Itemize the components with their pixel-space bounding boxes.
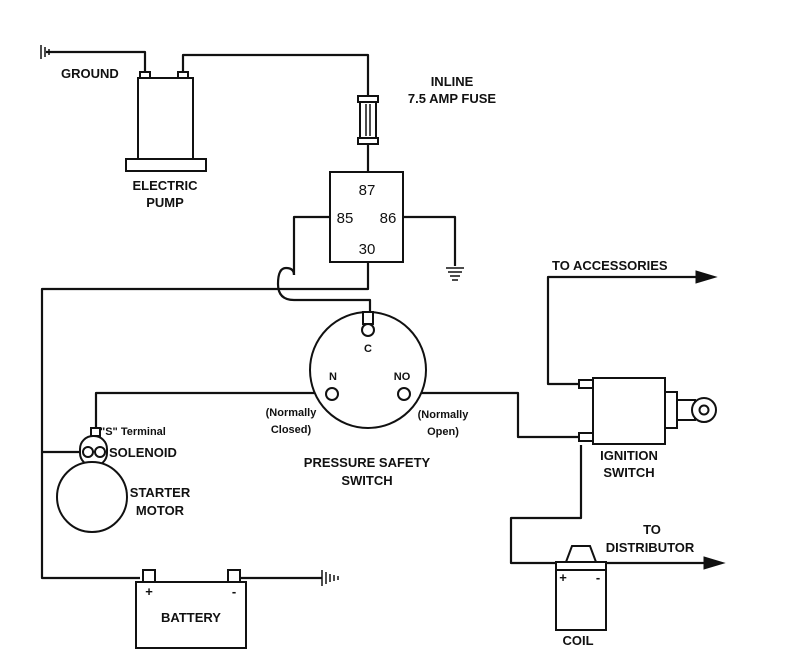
ignition-label-line2: SWITCH: [603, 465, 654, 480]
switch-n-to-s-terminal-wire: [94, 391, 330, 432]
terminal-c-stub: [362, 311, 374, 325]
normally-closed-line1: (Normally: [266, 407, 318, 419]
coil-minus-label: -: [596, 570, 600, 585]
ground-label: GROUND: [61, 66, 119, 81]
battery-ground-icon: [321, 570, 339, 586]
solenoid-label: SOLENOID: [109, 445, 177, 460]
ignition-switch: [578, 377, 717, 445]
pressure-switch-line2: SWITCH: [341, 473, 392, 488]
coil-label: COIL: [562, 633, 593, 648]
relay-ground-icon: [446, 267, 464, 281]
to-accessories-label: TO ACCESSORIES: [552, 258, 668, 273]
starter-label-line2: MOTOR: [136, 503, 185, 518]
inline-fuse-icon: [357, 95, 379, 145]
to-label: TO: [643, 522, 661, 537]
pump-label-line1: ELECTRIC: [133, 178, 199, 193]
switch-n-label: N: [329, 371, 337, 383]
pump-label-line2: PUMP: [146, 195, 184, 210]
pump-to-fuse-wire: [181, 53, 370, 98]
relay-85-wire: [292, 215, 330, 275]
relay-30-feed-wire: [40, 262, 370, 580]
relay-86-ground-wire: [403, 215, 457, 266]
wire-crossing-hop: [276, 266, 372, 322]
pressure-safety-switch: [309, 311, 427, 429]
starter-solenoid: [79, 427, 108, 467]
terminal-no-icon: [397, 387, 411, 401]
ignition-coil: [555, 545, 607, 631]
relay-terminal-87: 87: [359, 182, 376, 199]
battery-label: BATTERY: [161, 610, 221, 625]
battery-minus-label: -: [232, 584, 236, 599]
accessories-arrow-icon: [695, 270, 718, 284]
coil-plus-label: +: [559, 570, 567, 585]
relay-terminal-85: 85: [337, 210, 354, 227]
switch-no-label: NO: [394, 371, 411, 383]
battery-plus-label: +: [145, 584, 153, 599]
pressure-switch-line1: PRESSURE SAFETY: [304, 455, 431, 470]
ignition-label-line1: IGNITION: [600, 448, 658, 463]
normally-open-line2: Open): [427, 426, 459, 438]
fuse-label-line1: INLINE: [431, 74, 474, 89]
relay-terminal-30: 30: [359, 241, 376, 258]
pump-ground-wire: [46, 50, 147, 78]
relay-terminal-86: 86: [380, 210, 397, 227]
relay: [329, 171, 404, 263]
starter-label-line1: STARTER: [130, 485, 191, 500]
battery: [135, 569, 247, 649]
terminal-c-icon: [361, 323, 375, 337]
normally-closed-line2: Closed): [271, 424, 312, 436]
normally-open-line1: (Normally: [418, 409, 470, 421]
to-accessories-wire: [546, 275, 698, 386]
electric-pump: [125, 71, 207, 172]
terminal-n-icon: [325, 387, 339, 401]
top-ground-icon: [40, 45, 50, 59]
switch-no-to-ignition-wire: [405, 391, 580, 439]
s-terminal-label: "S" Terminal: [100, 426, 166, 438]
to-distributor-label: DISTRIBUTOR: [606, 540, 695, 555]
starter-motor: [56, 461, 128, 533]
fuse-label-line2: 7.5 AMP FUSE: [408, 91, 496, 106]
switch-c-label: C: [364, 343, 372, 355]
ignition-to-coil-wire: [509, 445, 583, 565]
distributor-arrow-icon: [703, 556, 726, 570]
